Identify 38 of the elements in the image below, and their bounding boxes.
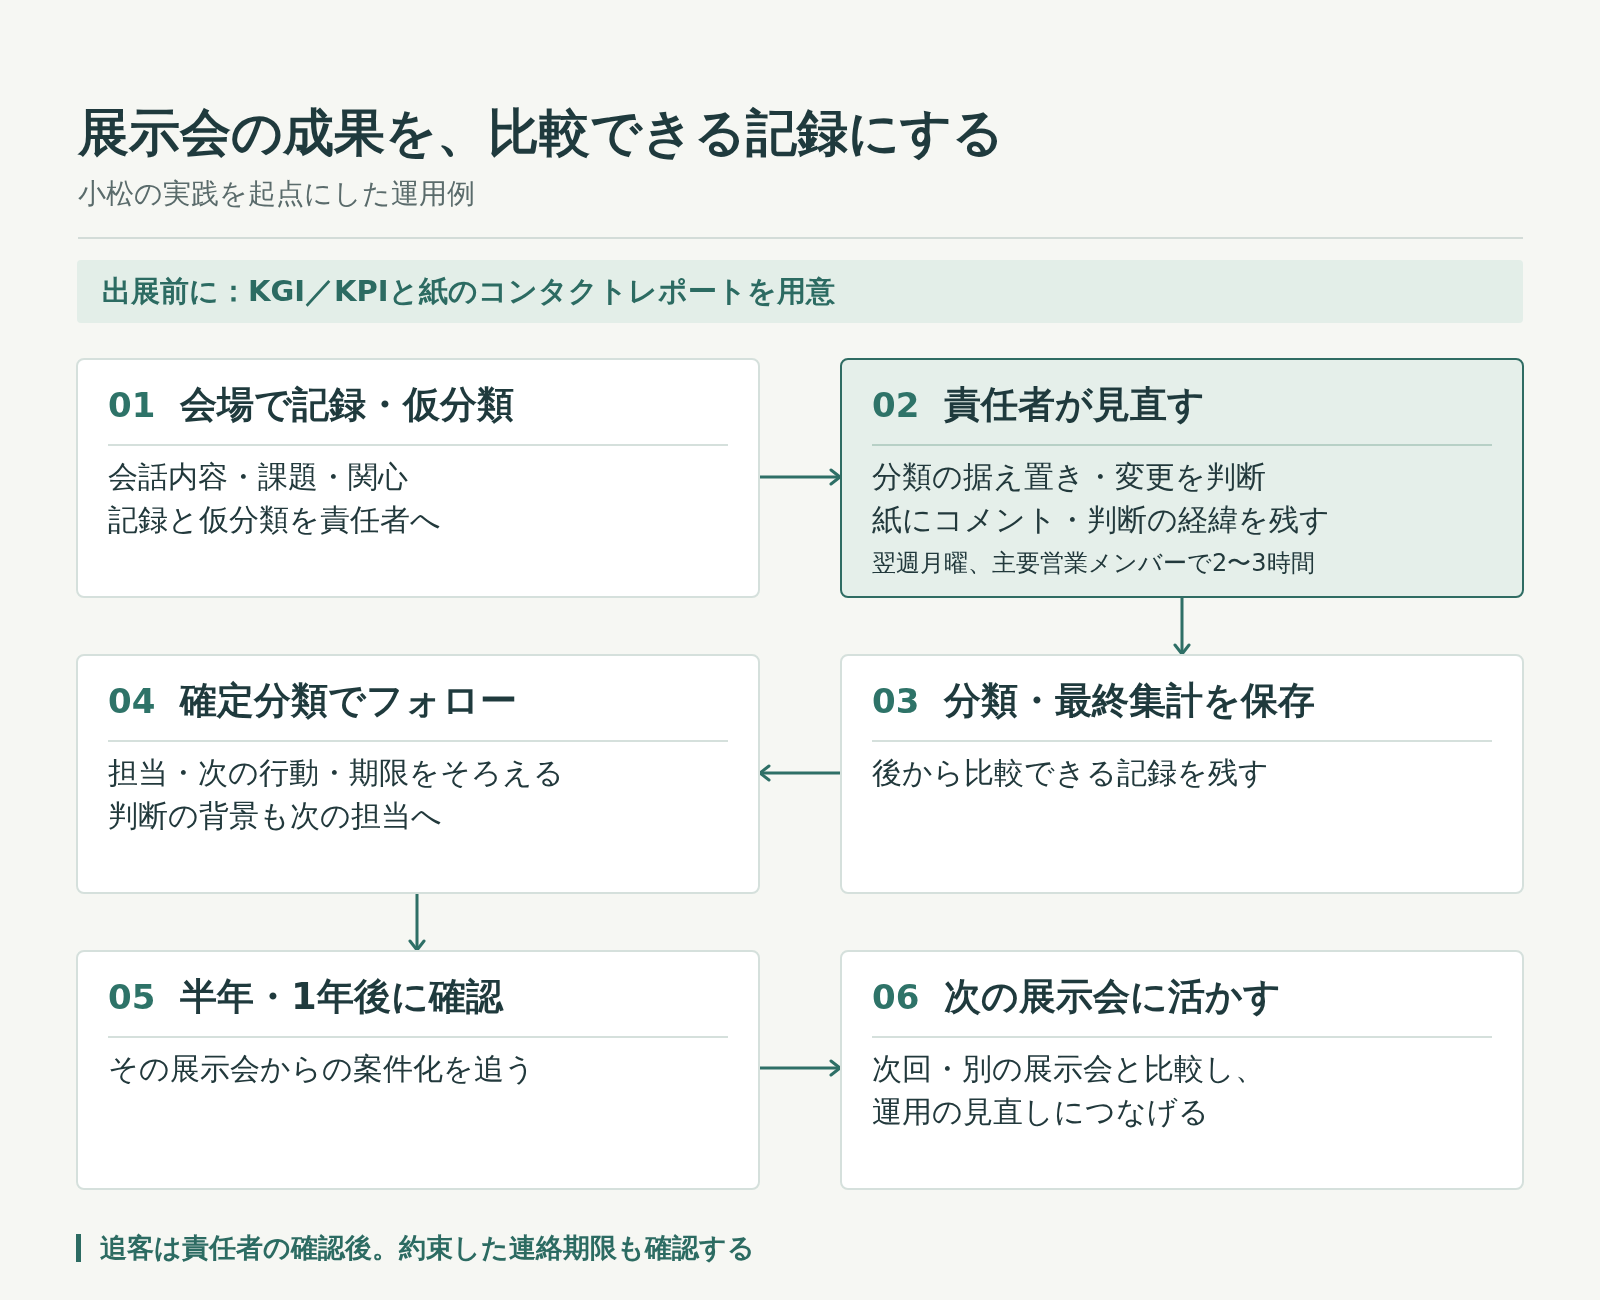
arrow [758,764,842,782]
step-text: 記録と仮分類を責任者へ [108,501,442,539]
step-text: 判断の背景も次の担当へ [108,797,443,835]
step-card [76,358,760,598]
step-number: 03 [872,680,920,723]
step-title: 責任者が見直す [944,382,1205,428]
step-text: 後から比較できる記録を残す [872,754,1270,792]
step-text: 会話内容・課題・関心 [108,458,409,496]
arrow [758,468,842,486]
step-number: 01 [108,384,156,427]
banner-text: 出展前に：KGI／KPIと紙のコンタクトレポートを用意 [102,273,835,310]
step-text: 運用の見直しにつなげる [872,1093,1210,1131]
arrow [408,892,426,952]
step-text: 次回・別の展示会と比較し、 [872,1050,1266,1088]
step-text: 分類の据え置き・変更を判断 [872,458,1267,496]
title: 展示会の成果を、比較できる記録にする [78,102,1004,164]
step-title: 半年・1年後に確認 [180,974,503,1020]
step-text: その展示会からの案件化を追う [108,1050,536,1088]
step-card [840,950,1524,1190]
step-title: 分類・最終集計を保存 [944,678,1315,724]
subtitle: 小松の実践を起点にした運用例 [78,176,475,212]
step-number: 06 [872,976,920,1019]
step-number: 04 [108,680,156,723]
step-card [76,950,760,1190]
step-note: 翌週月曜、主要営業メンバーで2〜3時間 [872,548,1316,579]
arrow [758,1059,842,1077]
footnote: 追客は責任者の確認後。約束した連絡期限も確認する [100,1231,755,1265]
step-card [840,654,1524,894]
highlighted-step-card [840,358,1524,598]
step-title: 会場で記録・仮分類 [180,382,514,428]
arrow [1173,596,1191,656]
step-number: 02 [872,384,920,427]
step-title: 次の展示会に活かす [944,974,1281,1020]
step-card [76,654,760,894]
step-number: 05 [108,976,156,1019]
step-text: 紙にコメント・判断の経緯を残す [872,501,1331,539]
step-title: 確定分類でフォロー [180,678,517,724]
step-text: 担当・次の行動・期限をそろえる [108,754,565,792]
